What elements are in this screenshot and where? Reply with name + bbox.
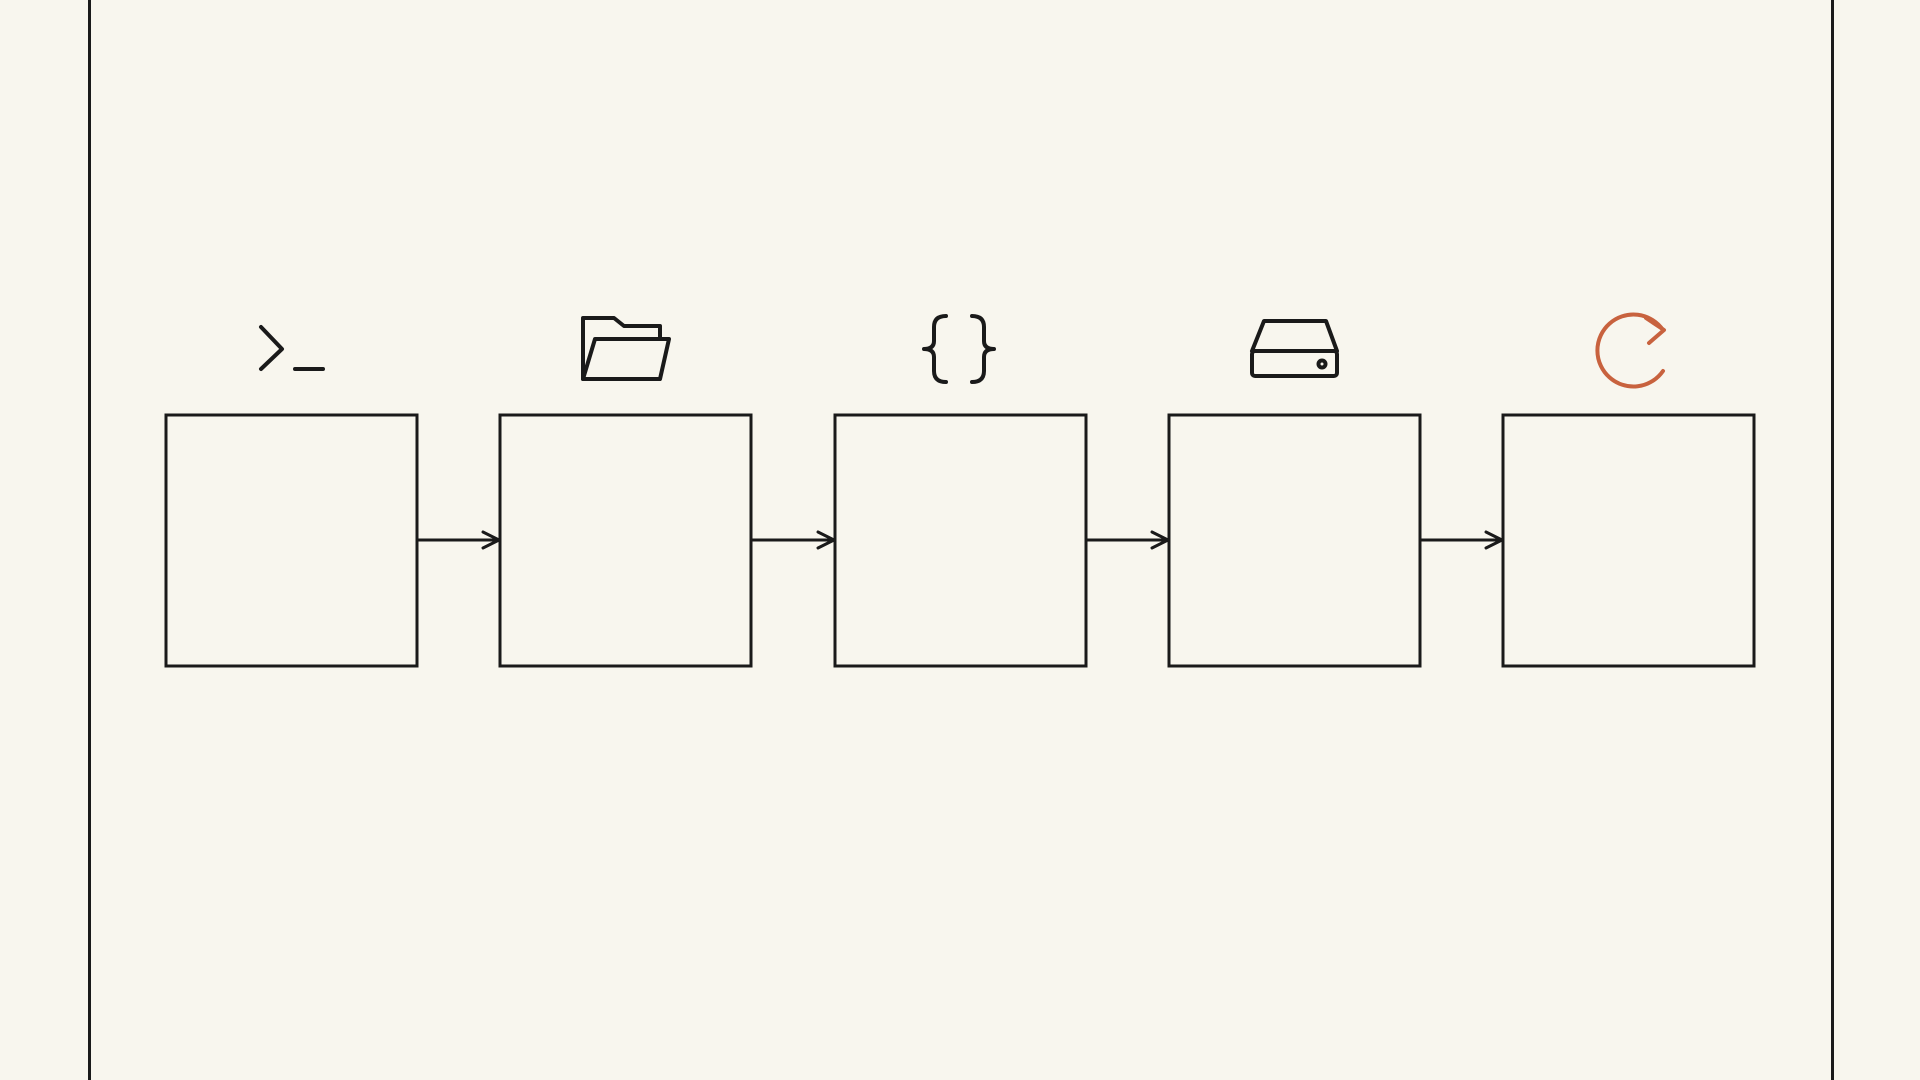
curly-braces-icon bbox=[922, 314, 996, 384]
right-border-line bbox=[1831, 0, 1834, 1080]
left-border-line bbox=[88, 0, 91, 1080]
step-box-4 bbox=[1167, 413, 1422, 668]
step-box-5 bbox=[1501, 413, 1756, 668]
refresh-icon bbox=[1595, 312, 1666, 389]
hard-drive-icon bbox=[1250, 319, 1339, 378]
step-box-2 bbox=[498, 413, 753, 668]
terminal-icon bbox=[259, 325, 325, 371]
step-box-3 bbox=[833, 413, 1088, 668]
step-box-1 bbox=[164, 413, 419, 668]
folder-open-icon bbox=[581, 316, 671, 381]
